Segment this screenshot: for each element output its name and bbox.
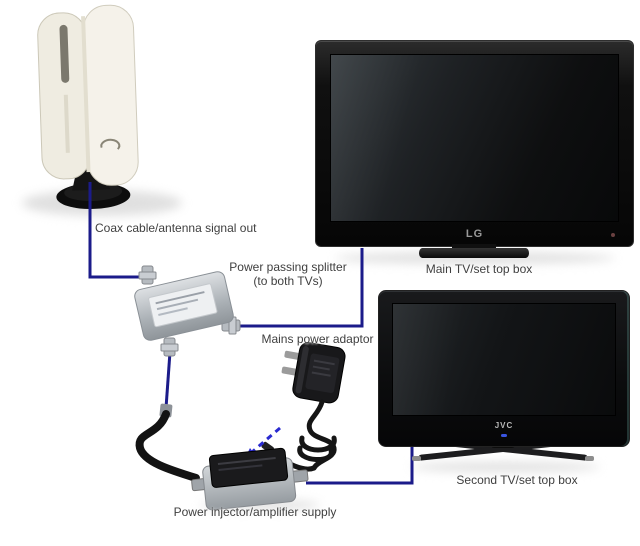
splitter-sticker-line xyxy=(158,307,188,316)
tv-main-stand-neck xyxy=(451,244,496,250)
antenna xyxy=(37,4,139,209)
adapter-label-line xyxy=(313,359,335,366)
tv-main: LG xyxy=(315,40,634,258)
power-injector xyxy=(191,447,309,511)
antenna-crease xyxy=(63,94,70,153)
splitter-sticker xyxy=(148,283,218,328)
injector-label-line xyxy=(217,456,276,466)
tv-second-label: Second TV/set top box xyxy=(456,473,578,487)
adapter-label-line xyxy=(311,371,331,377)
splitter-port-out2-nut xyxy=(160,343,179,352)
tv-second-bezel: JVC xyxy=(378,290,630,447)
tv-second-stand-cap xyxy=(585,456,594,461)
splitter-label-line2: (to both TVs) xyxy=(253,274,323,288)
tv-second-brand-logo: JVC xyxy=(494,421,514,430)
injector-label-line xyxy=(218,464,263,472)
antenna-brand-logo xyxy=(100,138,121,150)
splitter xyxy=(134,265,241,357)
tv-main-shadow xyxy=(335,252,615,264)
tv-main-bezel: LG xyxy=(315,40,634,247)
antenna-seam xyxy=(81,16,91,173)
tv-second: JVC xyxy=(378,290,630,468)
power-plug-label: Mains power adaptor xyxy=(261,332,374,346)
adapter-highlight xyxy=(295,346,309,394)
splitter-port-in-nut xyxy=(138,271,157,280)
cable-splitter-to-injector xyxy=(164,351,172,409)
antenna-panel-right xyxy=(83,4,139,186)
cable-antenna-to-splitter xyxy=(88,182,148,279)
adapter-label-line xyxy=(312,365,330,371)
cable-splitter-to-tv-main xyxy=(228,248,364,328)
power-adapter xyxy=(261,342,346,472)
plug-prong xyxy=(284,350,301,360)
tv-main-stand-base xyxy=(418,248,529,258)
adapter-cord-coil xyxy=(297,435,337,463)
splitter-sticker-line xyxy=(156,298,199,311)
splitter-label-line1: Power passing splitter xyxy=(229,260,347,274)
tv-main-screen xyxy=(330,54,619,222)
tv-second-stand-cap xyxy=(412,456,421,461)
splitter-label: Power passing splitter (to both TVs) xyxy=(193,260,383,288)
injector-label: Power injector/amplifier supply xyxy=(173,505,337,519)
antenna-slot xyxy=(59,24,70,83)
tv-main-power-sensor xyxy=(611,233,615,237)
plug-prong xyxy=(281,366,298,376)
cable-injector-to-tv-second xyxy=(306,436,414,485)
splitter-sticker-line xyxy=(155,291,205,305)
tv-main-label: Main TV/set top box xyxy=(425,262,533,276)
tv-main-brand-logo: LG xyxy=(465,228,484,240)
tv-second-screen xyxy=(392,303,616,416)
tv-second-shadow xyxy=(410,462,600,472)
coax-cable-to-injector xyxy=(135,410,200,482)
tv-second-led xyxy=(501,434,507,437)
antenna-cable-label: Coax cable/antenna signal out xyxy=(95,221,257,235)
